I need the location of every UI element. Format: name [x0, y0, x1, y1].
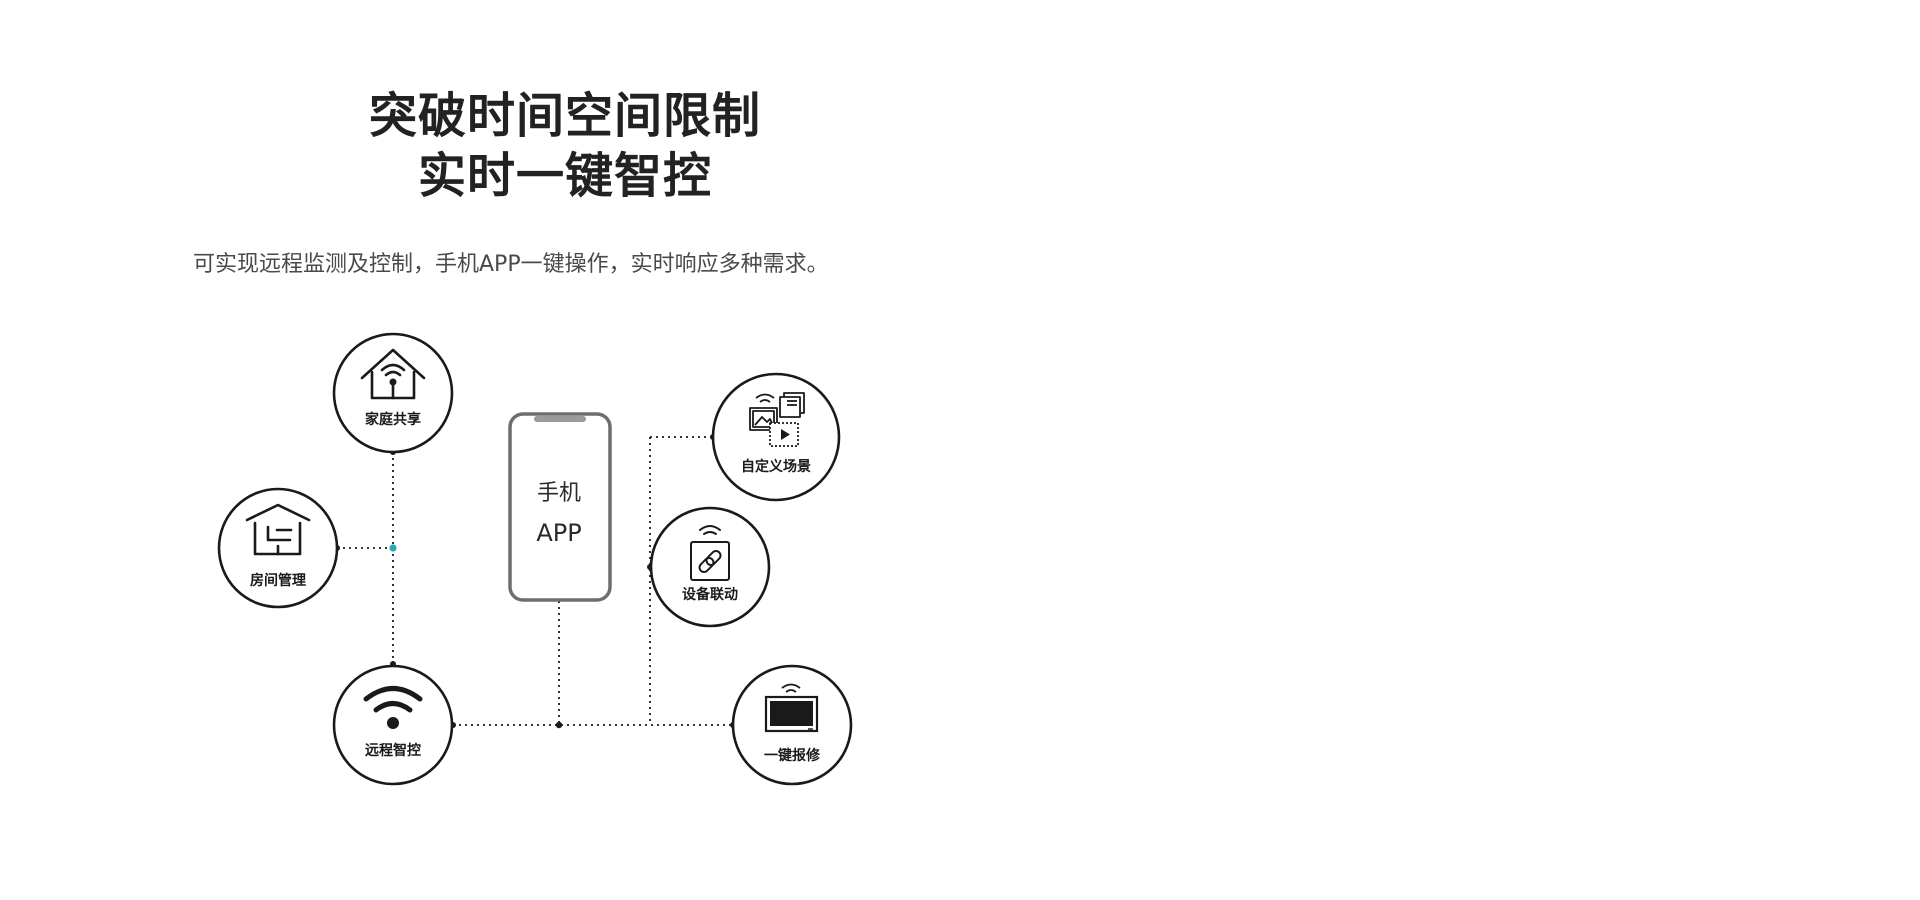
node-repair: 一键报修 — [731, 664, 853, 786]
node-label-repair: 一键报修 — [764, 747, 821, 764]
wifi-icon — [363, 686, 423, 713]
media-scene-icon — [749, 392, 805, 447]
screen-icon — [764, 683, 819, 733]
node-label-room-manage: 房间管理 — [250, 572, 306, 589]
phone-label-line-1: 手机 — [537, 481, 581, 506]
headline-line-2: 实时一键智控 — [417, 148, 712, 204]
phone-speaker — [534, 416, 586, 422]
accent-junction-dot — [389, 544, 397, 552]
node-room-manage: 房间管理 — [217, 487, 339, 609]
connector-lines — [337, 436, 733, 726]
house-wifi-icon — [360, 348, 426, 400]
node-remote-control: 远程智控 — [332, 664, 454, 786]
node-label-family-share: 家庭共享 — [365, 411, 421, 428]
node-label-custom-scene: 自定义场景 — [741, 458, 811, 475]
subtitle: 可实现远程监测及控制，手机APP一键操作，实时响应多种需求。 — [193, 252, 829, 277]
node-device-link: 设备联动 — [649, 506, 771, 628]
link-icon — [690, 525, 730, 581]
node-label-remote-control: 远程智控 — [365, 742, 421, 759]
node-label-device-link: 设备联动 — [682, 586, 738, 603]
wifi-dot — [387, 717, 399, 729]
node-custom-scene: 自定义场景 — [711, 372, 841, 502]
node-family-share: 家庭共享 — [332, 332, 454, 454]
headline-line-1: 突破时间空间限制 — [368, 88, 761, 144]
phone-app: 手机 APP — [508, 412, 612, 602]
junction-dot — [555, 721, 563, 729]
phone-body — [508, 412, 612, 602]
headline: 突破时间空间限制 实时一键智控 — [260, 86, 870, 206]
phone-label-line-2: APP — [536, 519, 581, 547]
house-floorplan-icon — [245, 503, 311, 556]
